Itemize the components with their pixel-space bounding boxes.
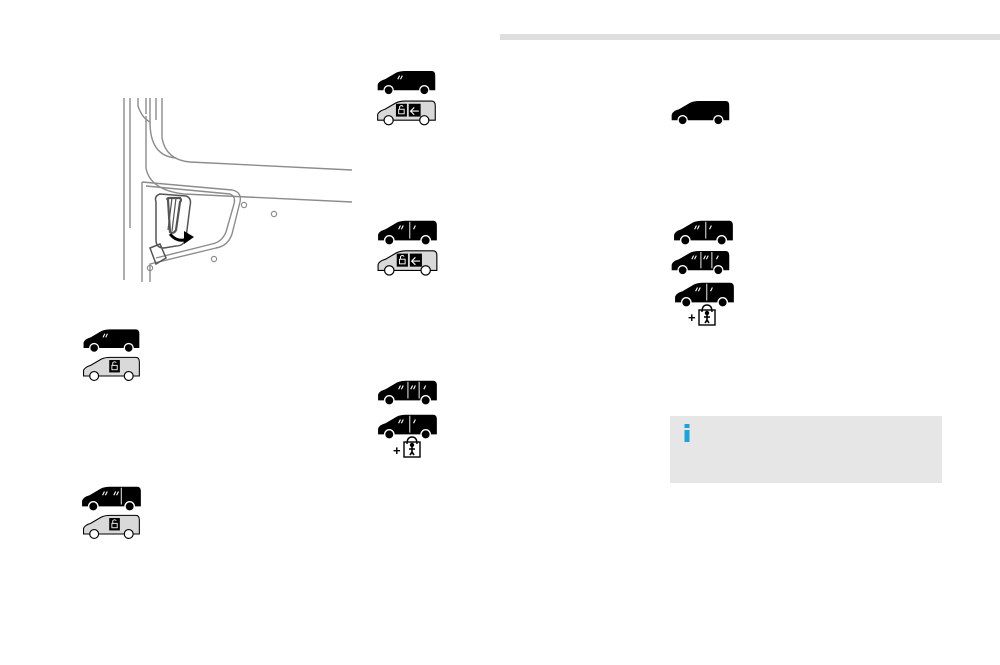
header-rule — [500, 34, 1000, 40]
van-sliding-doors-icon — [668, 218, 738, 246]
child-lock-plus: + — [688, 310, 696, 325]
child-lock-icon — [698, 304, 716, 326]
van-icon — [668, 98, 732, 126]
van-icon — [80, 326, 142, 354]
van-icon — [374, 68, 438, 96]
van-unlock-icon — [80, 512, 142, 540]
van-unlock-icon — [80, 354, 142, 382]
child-lock-icon — [403, 436, 421, 458]
van-three-doors-icon — [668, 248, 732, 276]
van-sliding-doors-icon — [374, 412, 440, 440]
info-note-box — [670, 416, 942, 483]
van-unlock-icon — [374, 248, 440, 276]
van-unlock-icon — [374, 98, 438, 126]
van-sliding-doors-icon — [668, 280, 740, 308]
info-icon — [684, 424, 690, 442]
sliding-door-latch-illustration — [123, 98, 352, 282]
child-lock-plus: + — [393, 443, 401, 458]
van-sliding-doors-icon — [374, 218, 440, 246]
van-sliding-doors-icon — [78, 484, 144, 512]
van-three-doors-icon — [374, 378, 440, 406]
